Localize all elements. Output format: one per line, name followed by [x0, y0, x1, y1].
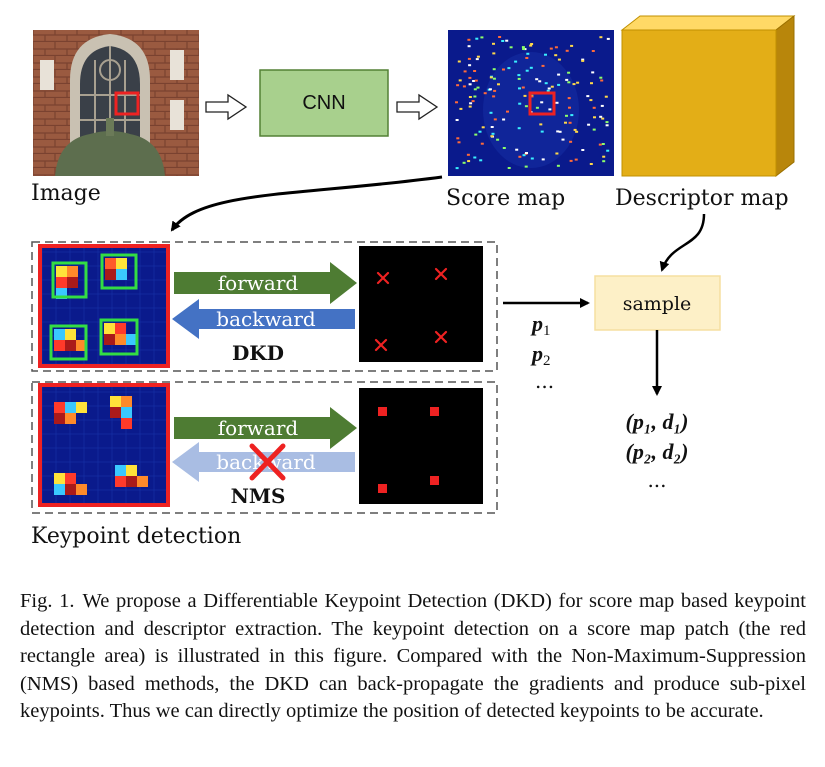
pair-2: (p₂, d₂) [626, 439, 689, 464]
keypoint-p2: p2 [530, 341, 551, 369]
descriptor-map-label: Descriptor map [615, 186, 789, 211]
sample-box [594, 275, 721, 331]
descriptor-to-sample-arrow [659, 213, 706, 272]
dkd-output [359, 246, 483, 362]
dkd-forward-label: forward [218, 271, 299, 295]
soft-window [49, 324, 88, 361]
nms-forward-arrow [174, 407, 357, 449]
soft-window [100, 253, 138, 290]
score-map [448, 30, 614, 176]
subpixel-keypoint-mark [434, 267, 448, 281]
input-image [33, 30, 199, 176]
nms-backward-arrow [172, 442, 355, 482]
keypoint-ellipsis: ... [535, 369, 554, 393]
keypoint-p1: p1 [530, 311, 551, 339]
image-to-cnn-arrow [205, 93, 248, 121]
pair-1: (p₁, d₁) [626, 409, 689, 434]
subpixel-keypoint-mark [376, 271, 390, 285]
dkd-figure: Image CNN Score map Descriptor map forwa… [31, 14, 796, 549]
figure-caption: Fig. 1.We propose a Differentiable Keypo… [20, 588, 806, 726]
figure-number: Fig. 1. [20, 590, 75, 612]
blocked-cross-icon [249, 443, 286, 481]
pixel-keypoint-mark [378, 484, 387, 493]
nms-output [359, 388, 483, 504]
nms-label: NMS [231, 484, 286, 508]
nms-forward-label: forward [218, 416, 299, 440]
cnn-box [259, 69, 389, 137]
image-label: Image [31, 181, 101, 206]
soft-window [99, 318, 139, 356]
scoremap-to-detection-arrow [170, 175, 443, 232]
subpixel-keypoint-mark [434, 330, 448, 344]
score-map-label: Score map [446, 186, 565, 211]
subpixel-keypoint-mark [374, 338, 388, 352]
dkd-label: DKD [232, 341, 284, 365]
keypoint-detection-label: Keypoint detection [31, 524, 241, 549]
cnn-label: CNN [302, 92, 345, 114]
pixel-keypoint-mark [430, 476, 439, 485]
sample-label: sample [623, 293, 692, 315]
soft-window [51, 261, 88, 299]
dkd-backward-arrow [172, 299, 355, 339]
dkd-panel [31, 241, 498, 372]
pixel-keypoint-mark [378, 407, 387, 416]
dkd-score-patch [38, 244, 170, 368]
nms-score-patch [38, 383, 170, 507]
pixel-keypoint-mark [430, 407, 439, 416]
descriptor-map [620, 14, 796, 178]
dkd-forward-arrow [174, 262, 357, 304]
pair-ellipsis: ... [647, 468, 666, 492]
cnn-to-scoremap-arrow [396, 93, 439, 121]
dkd-backward-label: backward [216, 307, 316, 331]
caption-text: We propose a Differentiable Keypoint Det… [20, 590, 806, 723]
